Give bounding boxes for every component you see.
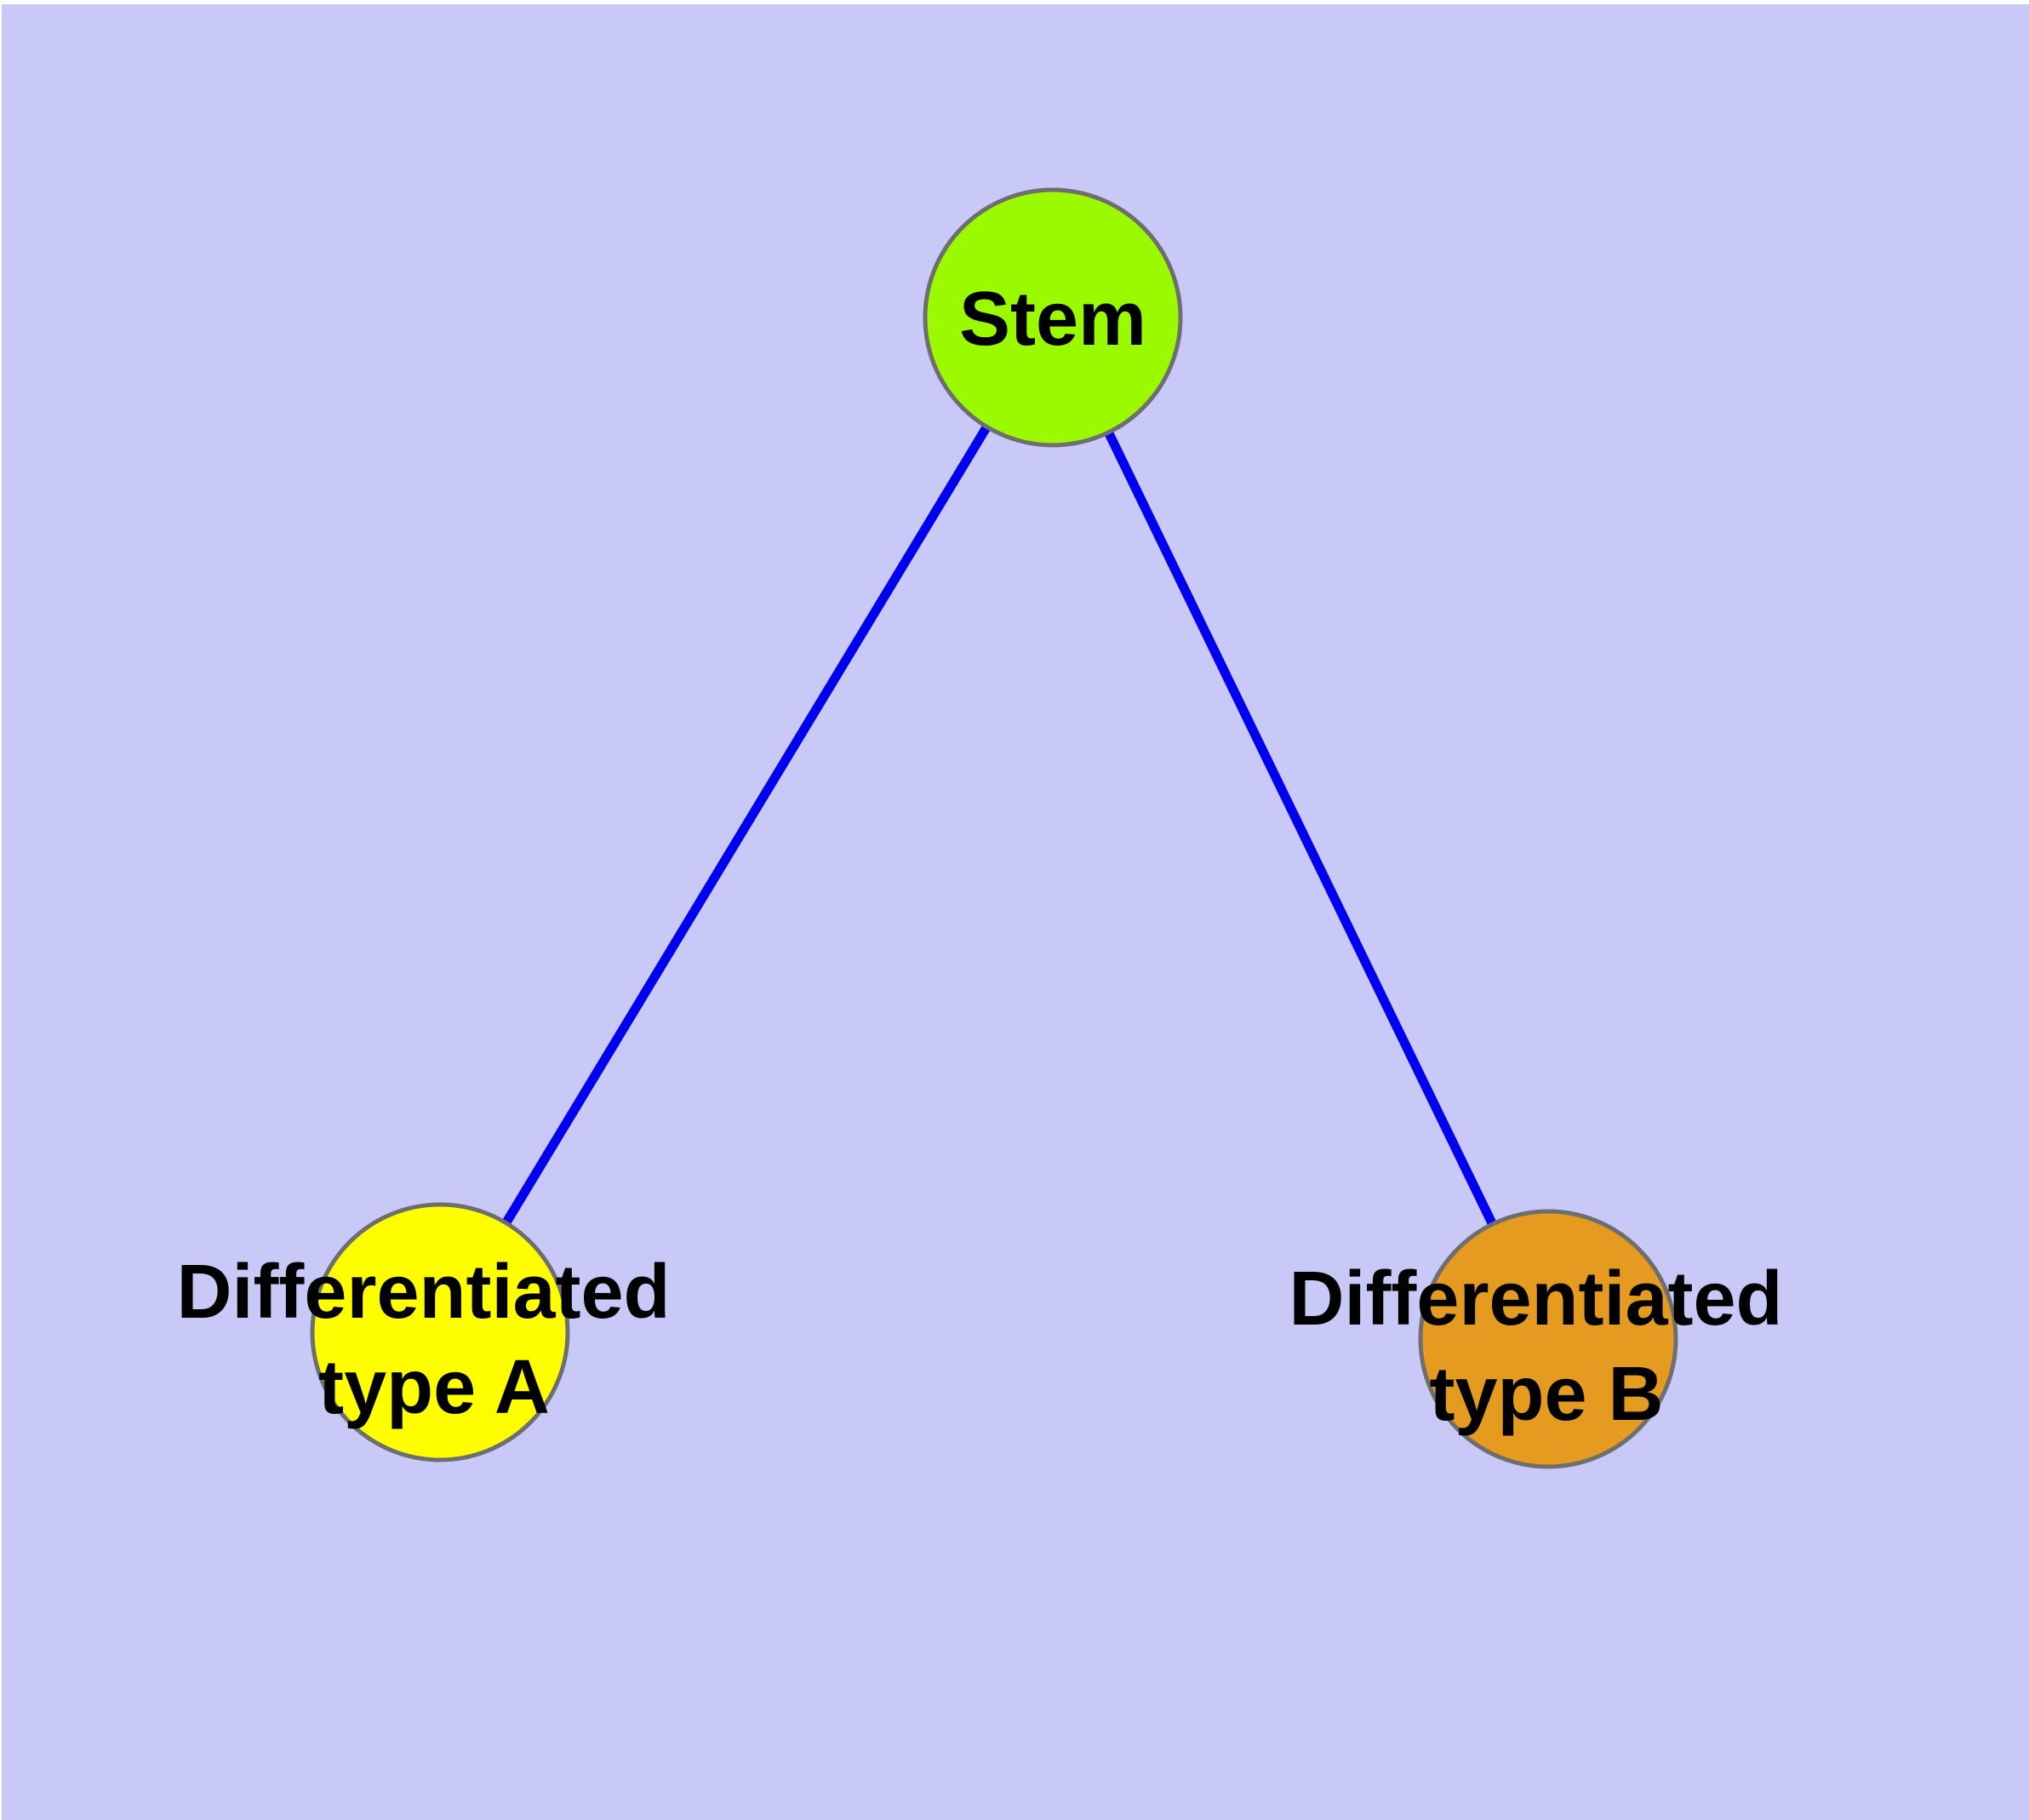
node-type-a-label: Differentiated type A [176,1250,691,1430]
node-type-b-label-line2: type B [1429,1352,1663,1437]
edge-stem-to-type-a [436,315,1057,1335]
edge-stem-to-type-b [1049,315,1552,1342]
node-stem-circle [923,187,1183,448]
node-type-a-label-line2: type A [318,1345,550,1430]
node-type-b-label-line1: Differentiated [1289,1256,1782,1342]
node-type-b-label: Differentiated type B [1289,1256,1803,1437]
node-type-a-label-line1: Differentiated [176,1250,670,1335]
node-stem-label: Stem [959,277,1146,362]
node-type-b-circle [1418,1209,1678,1469]
node-type-a-circle [310,1202,570,1462]
